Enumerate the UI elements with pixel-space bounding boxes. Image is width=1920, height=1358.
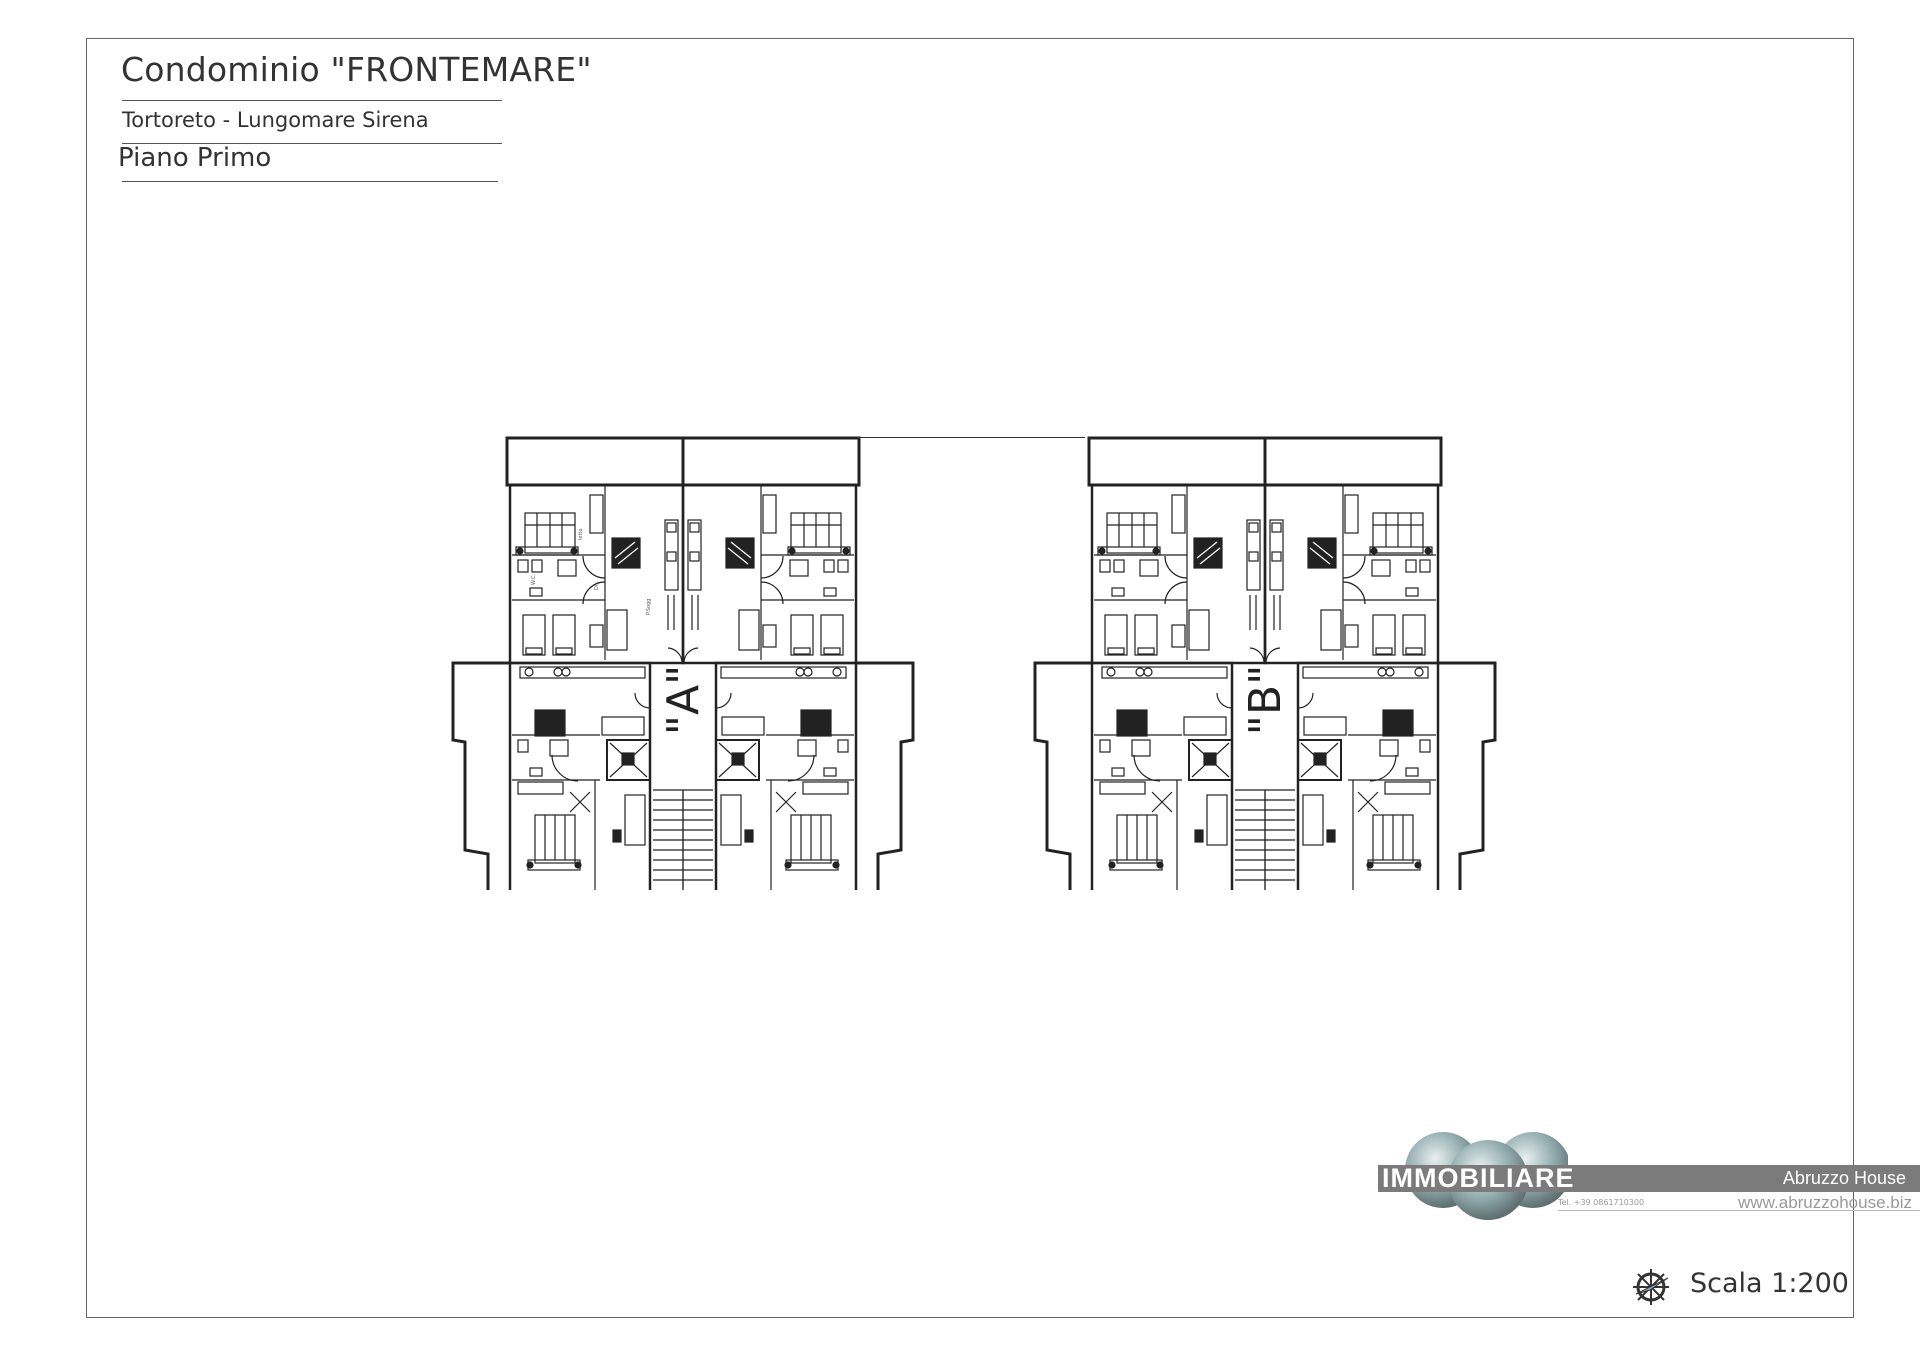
- building-label-b: "B": [1240, 665, 1291, 736]
- room-label: Dis.: [594, 580, 600, 590]
- drawing-frame: [86, 38, 1854, 1318]
- scale-label: Scala 1:200: [1690, 1268, 1849, 1299]
- title-rule: [122, 100, 502, 101]
- logo-brand: Abruzzo House: [1782, 1168, 1906, 1188]
- floor-plan-building-a: "A" letto P.Sogg Dis. W.C.: [451, 436, 915, 890]
- room-label: letto: [578, 529, 584, 540]
- floor-rule: [122, 181, 498, 182]
- logo-phone: Tel. +39 0861710300: [1558, 1198, 1645, 1207]
- logo-word: IMMOBILIARE: [1382, 1163, 1575, 1193]
- agency-logo: IMMOBILIARE Abruzzo House Tel. +39 08617…: [1378, 1130, 1920, 1222]
- subtitle-rule: [122, 143, 502, 144]
- location-subtitle: Tortoreto - Lungomare Sirena: [122, 108, 429, 132]
- logo-url: www.abruzzohouse.biz: [1738, 1193, 1912, 1212]
- page-title: Condominio "FRONTEMARE": [121, 50, 592, 89]
- connecting-line: [857, 437, 1085, 438]
- room-label: P.Sogg: [646, 599, 652, 615]
- logo-bar: [1378, 1165, 1920, 1192]
- compass-icon: [1633, 1269, 1669, 1305]
- room-label: W.C.: [531, 574, 537, 585]
- floor-label: Piano Primo: [118, 143, 272, 173]
- floor-plan-building-b: "B": [1033, 436, 1497, 890]
- building-label-a: "A": [658, 665, 709, 736]
- logo-divider: [1558, 1210, 1920, 1211]
